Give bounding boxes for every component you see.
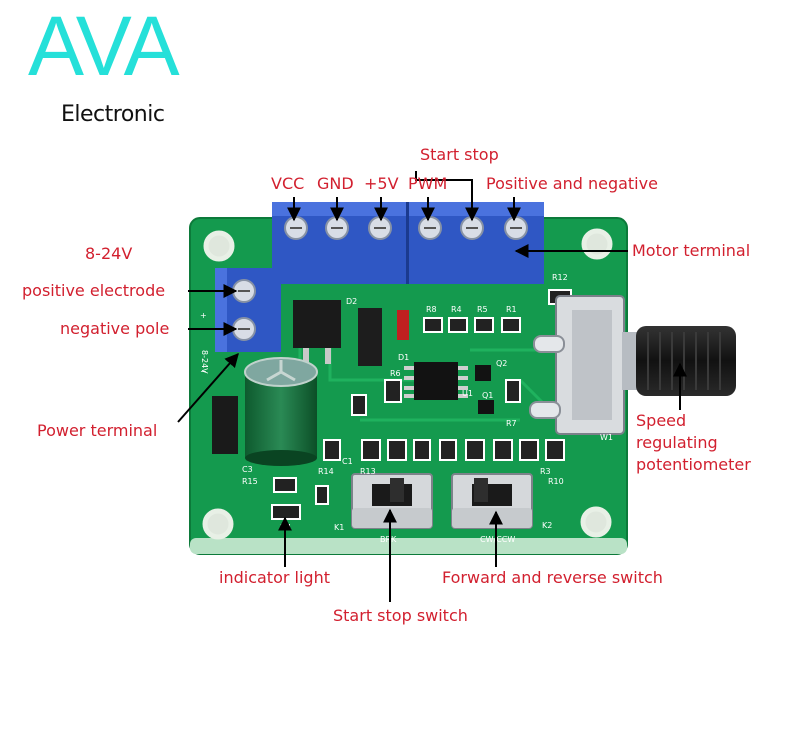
silk-u1: U1 [462,389,473,398]
label-pwm: PWM [408,174,448,193]
silk-r14: R14 [318,467,334,476]
silk-r6: R6 [390,369,401,378]
voltage-regulator [293,300,341,364]
silk-k1: K1 [334,523,344,532]
label-positive-electrode: positive electrode [22,281,166,300]
silk-r12: R12 [552,273,568,282]
silk-c3: C3 [242,465,253,474]
silk-w1: W1 [600,433,613,442]
mounting-hole-br [580,506,612,538]
silk-r3: R3 [540,467,551,476]
silk-r5: R5 [477,305,488,314]
label-regulating: regulating [636,433,718,452]
silk-d1: D1 [398,353,409,362]
silk-k1-label: BRK [380,535,397,544]
label-vcc: VCC [271,174,305,193]
silk-r7: R7 [506,419,517,428]
diode-d1 [397,310,409,340]
arrow-start-stop [415,171,479,222]
label-speed: Speed [636,411,687,430]
label-gnd: GND [317,174,354,193]
arrow-power-terminal [177,352,239,423]
switch-k1 [351,473,433,529]
label-negative-pole: negative pole [60,319,170,338]
silkscreen-labels: R12 R8 R4 R5 R1 D2 D1 Q2 R6 U1 Q1 R7 R3 … [200,273,613,544]
silk-input-mark-0: + [200,311,207,320]
brand-subtitle: Electronic [61,102,165,127]
label-indicator-light: indicator light [219,568,330,587]
silk-c1: C1 [342,457,353,466]
transistors [475,365,494,414]
silk-k2-label: CW/CCW [480,535,515,544]
ic-u1 [404,362,468,400]
label-voltage-range: 8-24V [85,244,133,263]
protection-diode [212,396,238,454]
silk-r4: R4 [451,305,462,314]
silk-input-mark-2: − [200,367,207,376]
power-terminal-block [215,268,281,352]
smd-resistors-bottom [273,439,565,505]
label-power-terminal: Power terminal [37,421,158,440]
label-plus5v: +5V [364,174,399,193]
mounting-hole-tl [203,230,235,262]
motor-terminal-block [272,202,544,284]
mounting-hole-bl [202,508,234,540]
capacitor-c3 [244,357,318,466]
silk-r1: R1 [506,305,517,314]
silk-q1: Q1 [482,391,493,400]
silk-q2: Q2 [496,359,507,368]
label-potentiometer: potentiometer [636,455,751,474]
silk-r8: R8 [426,305,437,314]
smd-components-mid [351,379,521,416]
silk-k2: K2 [542,521,552,530]
label-forward-reverse: Forward and reverse switch [442,568,663,587]
label-start-stop-switch: Start stop switch [333,606,468,625]
silk-input-mark-1: 8-24V [200,350,209,374]
mounting-hole-tr [581,228,613,260]
switch-k2 [451,473,533,529]
label-positive-negative: Positive and negative [486,174,658,193]
label-motor-terminal: Motor terminal [632,241,751,260]
silk-r10: R10 [548,477,564,486]
silk-d2: D2 [346,297,357,306]
diode-d2 [358,308,382,366]
silk-r15: R15 [242,477,258,486]
speed-potentiometer [529,295,736,435]
callout-arrows [177,171,687,602]
led-d4 [271,504,301,520]
label-start-stop: Start stop [420,145,499,164]
brand-logo: AVA [28,0,180,93]
silk-r13: R13 [360,467,376,476]
